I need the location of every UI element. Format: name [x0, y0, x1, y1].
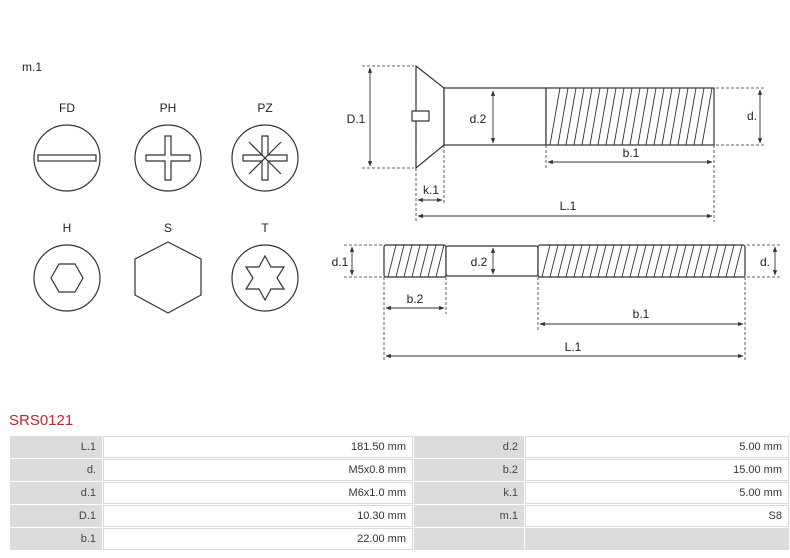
label-d2: d.2	[470, 112, 487, 126]
spec-value: 22.00 mm	[103, 528, 413, 550]
spec-label: b.1	[10, 528, 102, 550]
product-code: SRS0121	[9, 412, 74, 429]
label-L1-bottom: L.1	[565, 340, 582, 354]
spec-value: M5x0.8 mm	[103, 459, 413, 481]
drive-t: T	[231, 221, 299, 312]
drive-h: H	[33, 221, 101, 312]
torx-drive-icon	[231, 244, 299, 312]
table-row: d. M5x0.8 mm b.2 15.00 mm	[10, 459, 789, 481]
spec-value: 5.00 mm	[525, 482, 789, 504]
table-row: b.1 22.00 mm	[10, 528, 789, 550]
table-row: L.1 181.50 mm d.2 5.00 mm	[10, 436, 789, 458]
spec-label: d.2	[414, 436, 524, 458]
label-d: d.	[747, 109, 757, 123]
spec-label: b.2	[414, 459, 524, 481]
countersunk-bolt-drawing: D.1 d.2 d. b.1 k.1 L.1	[347, 64, 766, 222]
empty-cell	[525, 528, 789, 550]
label-b1-bottom: b.1	[633, 307, 650, 321]
drive-h-label: H	[63, 221, 72, 235]
spec-label: m.1	[414, 505, 524, 527]
spec-value: 15.00 mm	[525, 459, 789, 481]
stud-bolt-drawing: d.1 d.2 d. b.2 b.1 L.1	[332, 244, 782, 362]
table-row: D.1 10.30 mm m.1 S8	[10, 505, 789, 527]
label-d1: d.1	[332, 255, 349, 269]
bolt-diagram: m.1 FD PH PZ H S T D.1	[22, 60, 782, 362]
drive-ph: PH	[134, 101, 202, 192]
label-b2: b.2	[407, 292, 424, 306]
spec-label: d.1	[10, 482, 102, 504]
spec-label: D.1	[10, 505, 102, 527]
hex-head-drive-icon	[134, 241, 202, 314]
spec-label: d.	[10, 459, 102, 481]
spec-value: M6x1.0 mm	[103, 482, 413, 504]
label-L1-top: L.1	[560, 199, 577, 213]
spec-value: S8	[525, 505, 789, 527]
label-k1: k.1	[423, 183, 439, 197]
drive-pz: PZ	[231, 101, 299, 192]
spec-value: 5.00 mm	[525, 436, 789, 458]
drive-pz-label: PZ	[257, 101, 272, 115]
drive-fd-label: FD	[59, 101, 75, 115]
hex-socket-drive-icon	[33, 244, 101, 312]
label-b1: b.1	[623, 146, 640, 160]
drive-fd: FD	[33, 101, 101, 192]
label-D1: D.1	[347, 112, 366, 126]
label-d2-bottom: d.2	[471, 255, 488, 269]
spec-value: 10.30 mm	[103, 505, 413, 527]
empty-cell	[414, 528, 524, 550]
spec-label: L.1	[10, 436, 102, 458]
drive-ph-label: PH	[160, 101, 177, 115]
head-type-code: m.1	[22, 60, 42, 74]
phillips-drive-icon	[134, 124, 202, 192]
spec-label: k.1	[414, 482, 524, 504]
drive-t-label: T	[261, 221, 269, 235]
specifications-table: L.1 181.50 mm d.2 5.00 mm d. M5x0.8 mm b…	[9, 435, 790, 551]
drive-s-label: S	[164, 221, 172, 235]
table-row: d.1 M6x1.0 mm k.1 5.00 mm	[10, 482, 789, 504]
spec-value: 181.50 mm	[103, 436, 413, 458]
label-d-bottom: d.	[760, 255, 770, 269]
drive-s: S	[134, 221, 202, 314]
